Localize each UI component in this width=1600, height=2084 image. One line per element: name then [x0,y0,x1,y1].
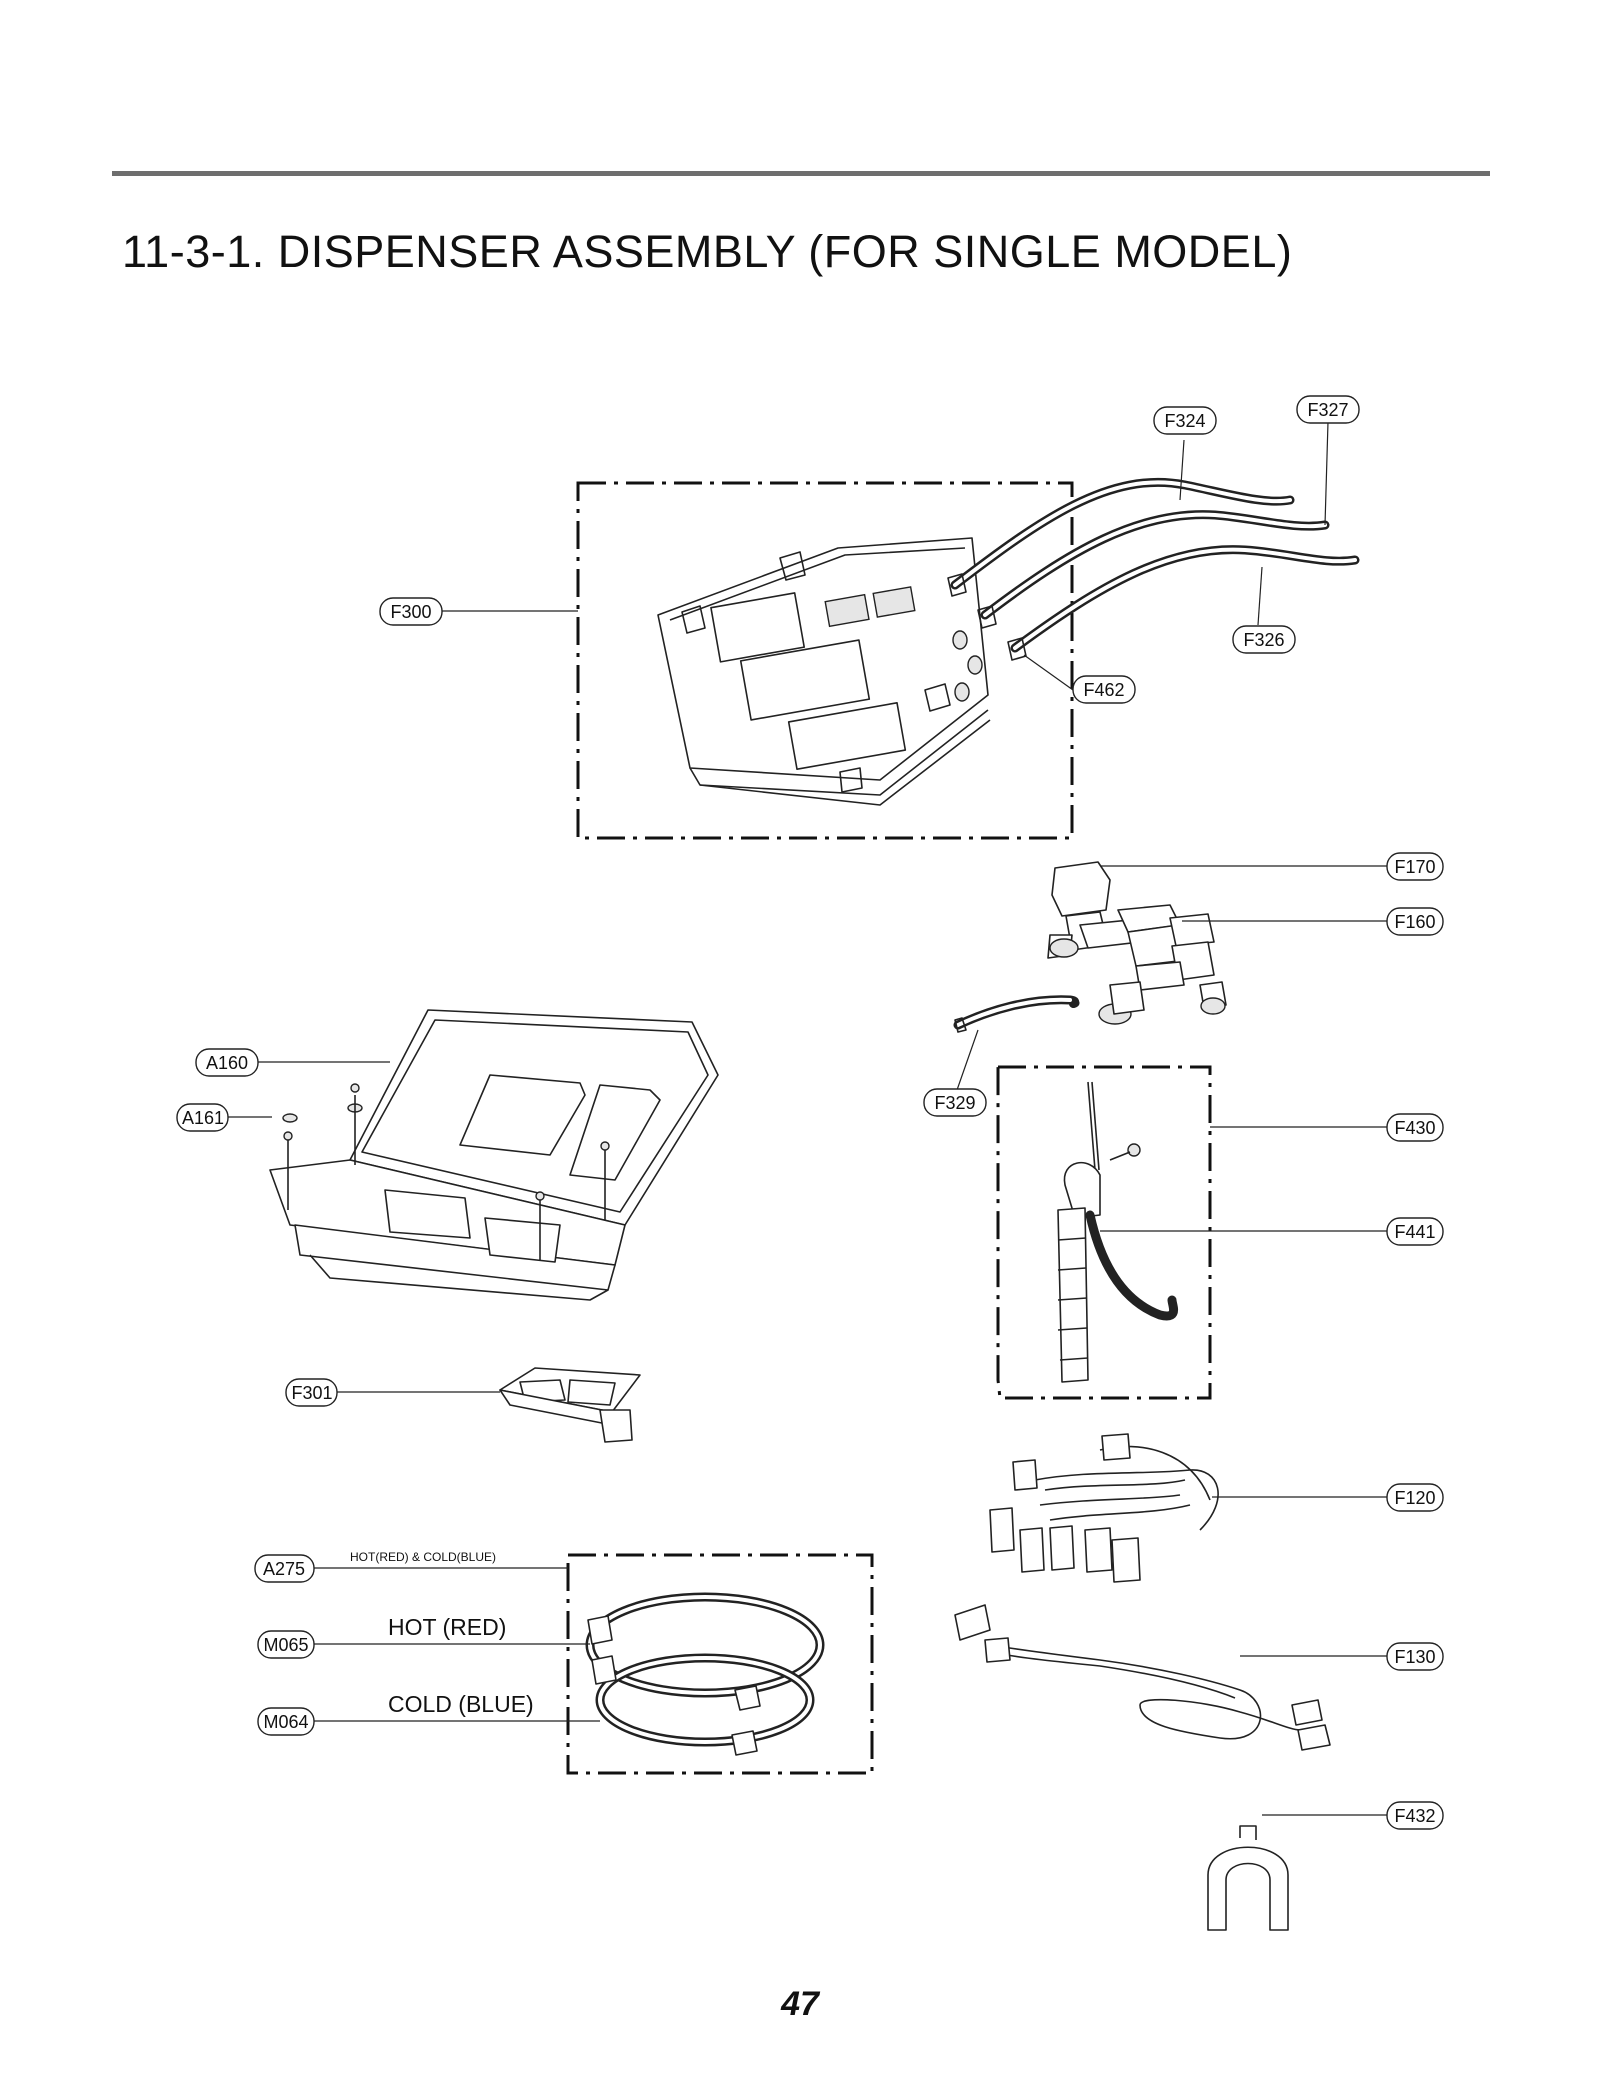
inlet-hose-frame [566,1553,874,1775]
drain-hose-frame [996,1065,1212,1400]
inlet-valves-drawing [1047,861,1227,1025]
dispenser-housing-drawing [657,537,991,806]
pcb-wiring-drawing [954,1604,1331,1751]
callout-M065: M065 [257,1630,315,1659]
small-hose-drawing [953,995,1080,1033]
label-F324: F324 [1164,411,1205,431]
label-F432: F432 [1394,1806,1435,1826]
dispenser-frame [576,481,1074,840]
label-F329: F329 [934,1093,975,1113]
callout-F441: F441 [1386,1217,1444,1246]
dispenser-cup-drawing [499,1367,641,1443]
label-F170: F170 [1394,857,1435,877]
header-rule [112,171,1490,176]
label-F130: F130 [1394,1647,1435,1667]
label-F327: F327 [1307,400,1348,420]
callout-F170: F170 [1386,852,1444,881]
hot-hose-label: HOT (RED) [388,1614,506,1640]
label-F326: F326 [1243,630,1284,650]
dispenser-lid-drawing [269,1009,719,1301]
callout-F300: F300 [379,597,443,626]
callout-M064: M064 [257,1707,315,1736]
callout-F324: F324 [1153,406,1217,435]
page-number: 47 [781,1985,819,2023]
callout-F327: F327 [1296,395,1360,424]
callout-F329: F329 [923,1088,987,1117]
label-F160: F160 [1394,912,1435,932]
label-M064: M064 [263,1712,308,1732]
callout-A161: A161 [176,1103,229,1132]
label-F430: F430 [1394,1118,1435,1138]
label-F441: F441 [1394,1222,1435,1242]
label-F462: F462 [1083,680,1124,700]
leader-lines [228,421,1387,1816]
label-M065: M065 [263,1635,308,1655]
label-F300: F300 [390,602,431,622]
hose-bracket-drawing [1207,1825,1289,1931]
page-title: 11-3-1. DISPENSER ASSEMBLY (FOR SINGLE M… [122,226,1293,277]
label-F301: F301 [291,1383,332,1403]
a275-note: HOT(RED) & COLD(BLUE) [350,1550,496,1564]
callout-F430: F430 [1386,1113,1444,1142]
callout-A275: A275 [254,1554,315,1583]
callout-F301: F301 [285,1378,338,1407]
inlet-hoses-drawing [585,1592,825,1756]
callout-A160: A160 [195,1048,259,1077]
callout-F130: F130 [1386,1642,1444,1671]
label-A160: A160 [206,1053,248,1073]
drain-tube-drawing [1057,1081,1178,1383]
dispenser-hoses-drawing [947,477,1360,661]
callout-F160: F160 [1386,907,1444,936]
callout-F432: F432 [1386,1801,1444,1830]
callout-F120: F120 [1386,1483,1444,1512]
label-F120: F120 [1394,1488,1435,1508]
label-A161: A161 [182,1108,224,1128]
callout-F462: F462 [1072,675,1136,704]
wire-harness-drawing [989,1433,1219,1583]
cold-hose-label: COLD (BLUE) [388,1691,534,1717]
callout-F326: F326 [1232,625,1296,654]
label-A275: A275 [263,1559,305,1579]
